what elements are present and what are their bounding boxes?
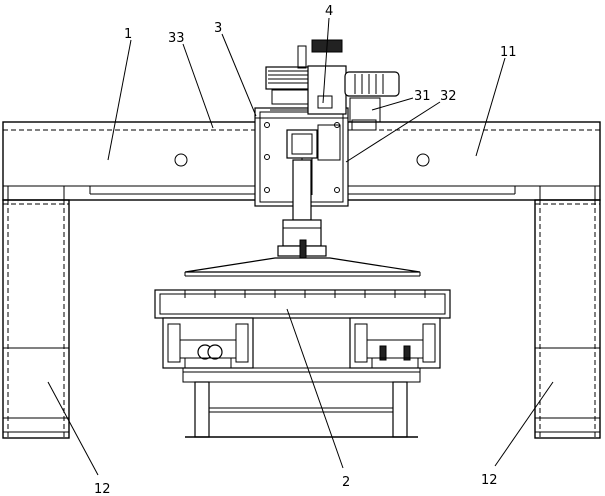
right-column [534, 186, 601, 439]
spindle [277, 159, 327, 259]
worktable [154, 289, 451, 319]
label-4: 4 [325, 4, 333, 19]
label-33: 33 [168, 31, 185, 46]
bolt-hole-right [416, 153, 430, 167]
left-column [2, 186, 70, 439]
reference-labels: 1 33 3 4 31 32 11 12 12 2 [94, 4, 517, 496]
blade-guard [184, 257, 421, 277]
label-32: 32 [440, 89, 457, 104]
leader-lines [47, 17, 554, 476]
bolt-hole-left [174, 153, 188, 167]
label-11: 11 [500, 45, 517, 60]
label-3: 3 [214, 21, 222, 36]
label-2: 2 [342, 475, 350, 490]
table-drive-right [349, 317, 441, 369]
label-12-left: 12 [94, 482, 111, 496]
table-drive-left [162, 317, 254, 369]
label-31: 31 [414, 89, 431, 104]
label-1: 1 [124, 27, 132, 42]
base-frame [182, 367, 421, 438]
label-12-right: 12 [481, 473, 498, 488]
